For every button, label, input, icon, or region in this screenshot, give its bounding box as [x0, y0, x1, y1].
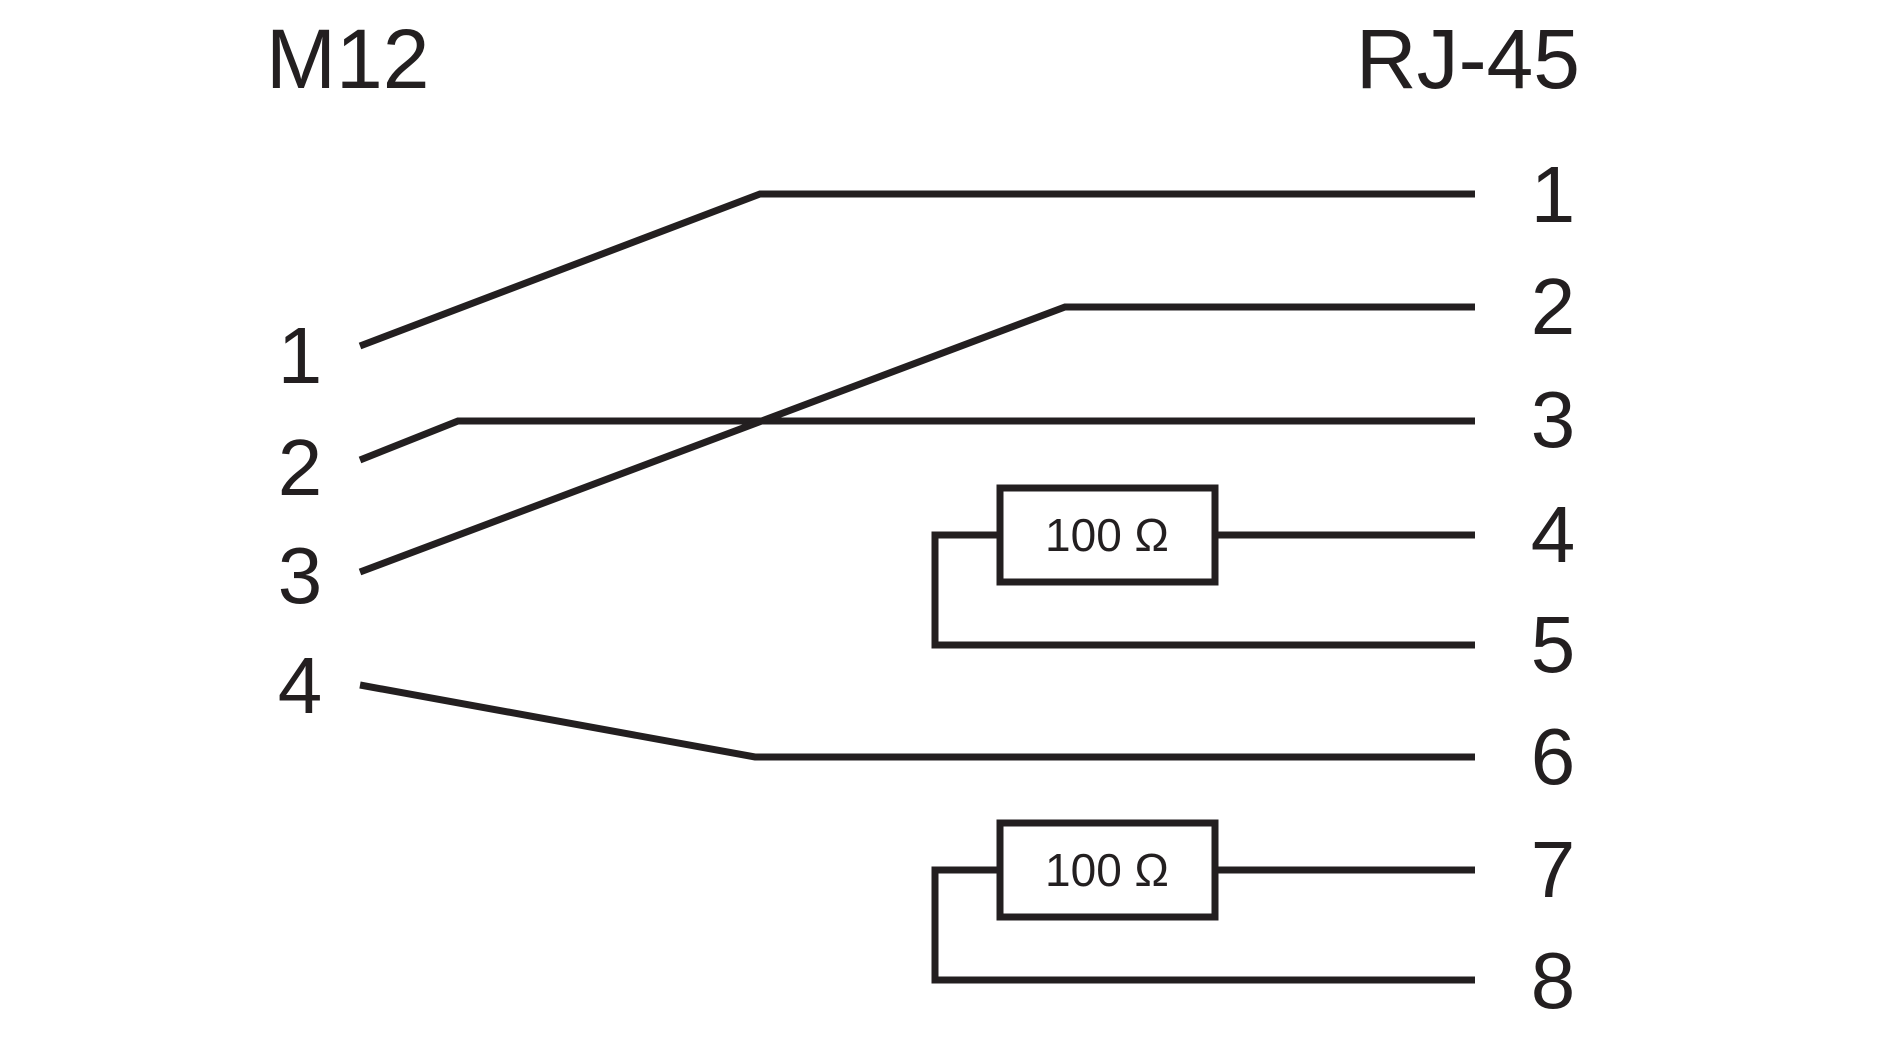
left-pin-label-4: 4: [278, 641, 323, 730]
right-pin-label-6: 6: [1531, 712, 1576, 801]
resistor-1-body: [996, 484, 1219, 586]
resistor-2-body: [996, 819, 1219, 921]
right-pin-label-3: 3: [1531, 375, 1576, 464]
wire-m12-1-to-rj45-1: [358, 190, 1475, 350]
right-pin-label-7: 7: [1531, 825, 1576, 914]
right-pin-label-4: 4: [1531, 490, 1576, 579]
left-pin-label-1: 1: [278, 311, 323, 400]
right-pin-label-1: 1: [1531, 150, 1576, 239]
wire-m12-2-to-rj45-3: [358, 417, 1475, 464]
resistor-2-label: 100 Ω: [1045, 844, 1169, 896]
right-connector-title: RJ-45: [1356, 12, 1580, 106]
left-connector-title: M12: [266, 12, 429, 106]
wire-m12-3-to-rj45-2: [358, 303, 1475, 576]
resistor-1-lead-left: [931, 531, 1475, 649]
wire-m12-4-to-rj45-6: [359, 681, 1475, 761]
right-pin-label-2: 2: [1531, 262, 1576, 351]
left-pin-label-3: 3: [278, 531, 323, 620]
left-pin-label-2: 2: [278, 423, 323, 512]
right-pin-label-8: 8: [1531, 936, 1576, 1025]
right-pin-label-5: 5: [1531, 600, 1576, 689]
resistor-1-label: 100 Ω: [1045, 509, 1169, 561]
resistor-2-lead-left: [931, 866, 1475, 984]
